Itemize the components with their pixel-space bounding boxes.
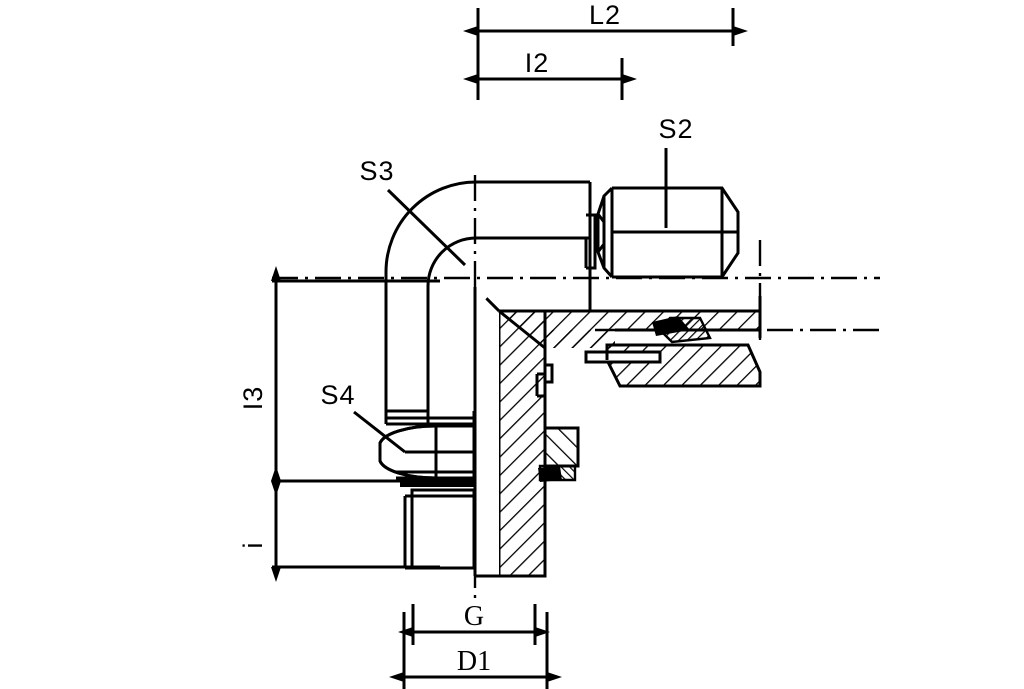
leader-lines — [353, 148, 668, 454]
side-port-lower — [538, 426, 580, 482]
dim-label-d1: D1 — [457, 646, 491, 677]
threaded-stud — [403, 488, 476, 570]
dim-label-i: i — [238, 542, 268, 549]
hex-nut-bottom — [378, 424, 476, 480]
dim-label-s4: S4 — [320, 380, 355, 410]
hex-nut-right — [596, 186, 740, 279]
centerlines — [272, 175, 880, 600]
dim-label-l2: L2 — [589, 0, 621, 30]
dimension-labels: L2 I2 S2 S3 S4 I3 i G D1 — [238, 0, 693, 677]
dim-label-i2: I2 — [525, 48, 550, 78]
nut-seat-step — [535, 363, 554, 398]
dim-label-s3: S3 — [359, 156, 394, 186]
leader-line-s4 — [353, 410, 406, 454]
dim-label-s2: S2 — [658, 114, 693, 144]
dim-label-g: G — [464, 601, 484, 632]
vertical-branch-outline — [384, 409, 476, 426]
dimension-lines — [271, 8, 748, 689]
internal-bore-detail — [584, 345, 662, 364]
leader-line-s3 — [386, 188, 467, 267]
body-nut-seat — [498, 309, 615, 350]
dim-label-i3: I3 — [238, 386, 268, 411]
